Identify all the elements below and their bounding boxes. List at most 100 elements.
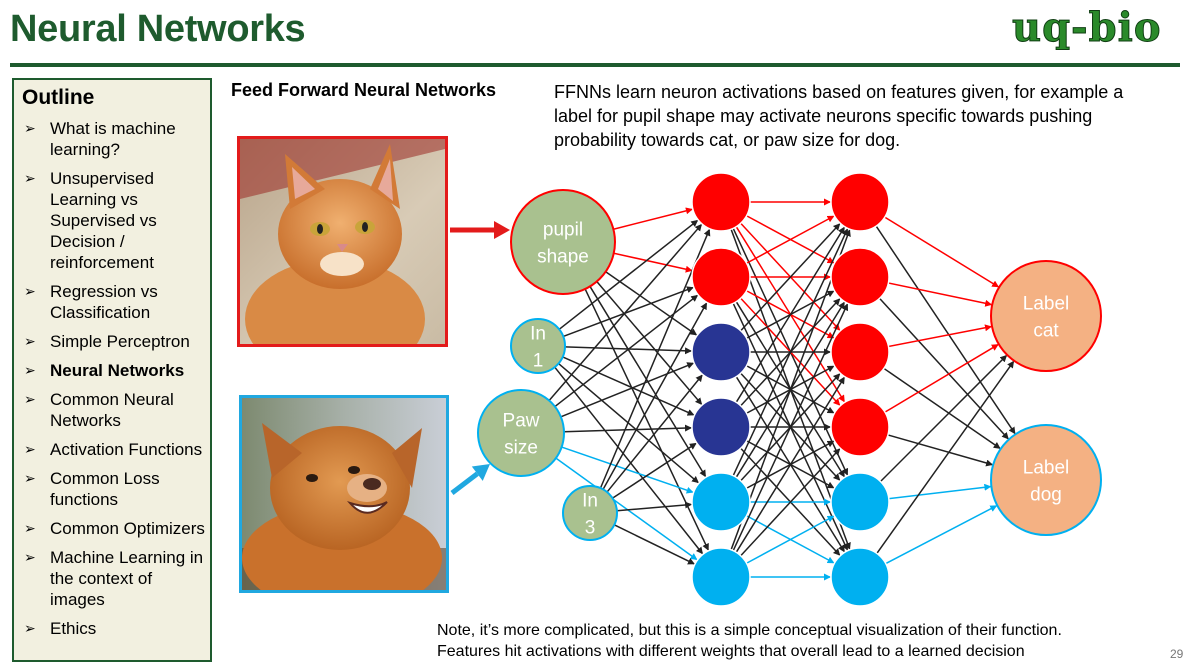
outline-item: ➢ What is machine learning? (14, 118, 210, 160)
hidden-layer-2-node (830, 247, 890, 307)
connection-line (732, 228, 849, 477)
arrow-bullet-icon: ➢ (24, 470, 36, 486)
connection-line (883, 367, 1001, 449)
outline-item-label: Common Optimizers (50, 519, 205, 538)
outline-item-label: Ethics (50, 619, 97, 638)
outline-item-label: Simple Perceptron (50, 332, 190, 351)
input-node (477, 389, 565, 477)
arrow-bullet-icon: ➢ (24, 362, 36, 378)
outline-list: ➢ What is machine learning? ➢ Unsupervised … (14, 118, 210, 647)
input-node (510, 318, 566, 374)
connection-line (555, 457, 698, 561)
connection-line (562, 286, 694, 338)
connection-line (616, 501, 693, 512)
arrow-bullet-icon: ➢ (24, 391, 36, 407)
outline-item: ➢Activation Functions (14, 439, 210, 460)
input-node-label: In 1 (530, 324, 546, 372)
output-node (990, 424, 1102, 536)
uq-bio-logo: uq-bio (1012, 4, 1162, 52)
input-node-label-line: shape (537, 247, 589, 268)
section-heading: Feed Forward Neural Networks (231, 80, 497, 100)
outline-item: ➢ Unsupervised Learning vs Supervised vs … (14, 168, 210, 273)
output-node-label-line: Label (1023, 294, 1070, 315)
cat-arrow-head (494, 221, 510, 239)
output-node-label: Label dog (1023, 458, 1070, 506)
page-number: 29 (1170, 647, 1184, 661)
connection-line (613, 252, 693, 273)
connection-line (740, 448, 841, 557)
input-node-label-line: In (530, 324, 546, 345)
dog-image (239, 395, 449, 593)
input-node-label-line: 1 (533, 351, 544, 372)
outline-item-label: What is machine learning? (50, 119, 176, 159)
cat-image (237, 136, 448, 347)
outline-item: ➢Machine Learning in the context of imag… (14, 547, 210, 610)
output-node-label-line: dog (1030, 485, 1062, 506)
connection-line (612, 442, 697, 499)
hidden-layer-1-node (691, 472, 751, 532)
dog-arrow-head (471, 464, 490, 481)
hidden-layer-2-node (830, 322, 890, 382)
outline-item-label: Common Neural Networks (50, 390, 174, 430)
connection-line (888, 324, 993, 348)
connection-line (730, 229, 851, 551)
arrow-bullet-icon: ➢ (24, 120, 36, 136)
hidden-layer-2-node (830, 472, 890, 532)
connection-line (888, 483, 992, 500)
note-line-2: Features hit activations with different … (437, 643, 1025, 660)
hidden-layer-2-node (830, 172, 890, 232)
dog-illustration (242, 398, 446, 590)
input-node-label-line: pupil (543, 220, 583, 241)
outline-item: ➢Simple Perceptron (14, 331, 210, 352)
outline-item: ➢Regression vs Classification (14, 281, 210, 323)
outline-item: ➢ Common Loss functions (14, 468, 210, 510)
output-node-label-line: cat (1033, 321, 1059, 342)
title-divider (10, 63, 1180, 67)
connection-line (746, 515, 835, 564)
outline-item: ➢ Neural Networks (14, 360, 210, 381)
hidden-layer-1-node (691, 397, 751, 457)
connection-line (888, 282, 993, 307)
hidden-layer-2-node (830, 397, 890, 457)
connection-line (884, 216, 1000, 288)
dog-arrow-shaft (450, 471, 479, 495)
connection-line (560, 362, 695, 418)
connection-line (879, 354, 1008, 483)
connection-line (875, 225, 1016, 435)
outline-item: ➢ Common Neural Networks (14, 389, 210, 431)
description-text: FFNNs learn neuron activations based on … (554, 82, 1124, 150)
page-title: Neural Networks (10, 8, 306, 50)
hidden-layer-1-node (691, 322, 751, 382)
input-node-label: pupil shape (537, 220, 589, 268)
connection-line (740, 223, 841, 332)
connection-line (876, 360, 1015, 554)
connection-line (885, 505, 998, 565)
connection-line (735, 226, 845, 403)
arrow-bullet-icon: ➢ (24, 620, 36, 636)
connection-line (548, 223, 703, 401)
input-node-label-line: In (582, 491, 598, 512)
input-node-label-line: 3 (585, 518, 596, 539)
arrow-bullet-icon: ➢ (24, 170, 36, 186)
connection-line (746, 215, 835, 264)
connection-line (884, 344, 999, 413)
output-node (990, 260, 1102, 372)
outline-item-label: Unsupervised Learning vs Supervised vs D… (50, 169, 157, 272)
input-node-label-line: size (504, 438, 538, 459)
outline-item: ➢ Ethics (14, 618, 210, 639)
input-node (562, 485, 618, 541)
input-node (510, 189, 616, 295)
connection-line (563, 424, 693, 433)
connection-line (879, 297, 1009, 440)
note-text: Note, it’s more complicated, but this is… (437, 620, 1157, 662)
input-node-label: In 3 (582, 491, 598, 539)
outline-item-label: Common Loss functions (50, 469, 160, 509)
connection-line (613, 207, 693, 230)
outline-item-label: Machine Learning in the context of image… (50, 548, 204, 609)
connection-line (599, 228, 711, 489)
hidden-layer-1-node (691, 247, 751, 307)
outline-item-label: Neural Networks (50, 361, 185, 380)
output-node-label-line: Label (1023, 458, 1070, 479)
